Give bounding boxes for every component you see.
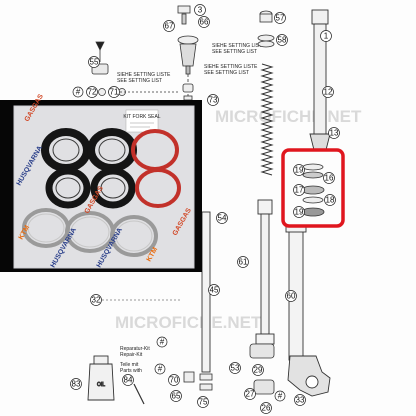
- watermark-top: MICROFICHE.NET: [215, 107, 362, 126]
- part-marker-hash[interactable]: #: [76, 88, 81, 97]
- svg-text:Reparatur-Kit: Reparatur-Kit: [120, 346, 150, 352]
- part-number-19-bottom[interactable]: 19: [295, 208, 304, 217]
- watermark-bottom: MICROFICHE.NET: [115, 313, 262, 332]
- part-number-66[interactable]: 66: [200, 18, 209, 27]
- part-number-27[interactable]: 27: [246, 390, 255, 399]
- part-number-61[interactable]: 61: [239, 258, 248, 267]
- part-number-3[interactable]: 3: [198, 6, 203, 15]
- product-photo-inset: KIT FORK SEAL: [0, 93, 202, 272]
- part-number-60[interactable]: 60: [287, 292, 296, 301]
- part-adjuster-body: [179, 43, 197, 67]
- part-number-55[interactable]: 55: [90, 58, 99, 67]
- svg-text:SEE SETTING LIST: SEE SETTING LIST: [117, 78, 162, 84]
- svg-text:Parts with: Parts with: [120, 368, 142, 374]
- part-cap-small: [177, 5, 191, 14]
- part-number-57-top[interactable]: 57: [276, 14, 285, 23]
- part-seal-stack-57: [257, 10, 275, 48]
- part-number-54[interactable]: 54: [218, 214, 227, 223]
- svg-text:OIL: OIL: [97, 382, 105, 388]
- part-number-71[interactable]: 71: [110, 88, 119, 97]
- part-adjuster-top: [177, 35, 199, 45]
- part-number-67[interactable]: 67: [165, 22, 174, 31]
- part-number-1[interactable]: 1: [324, 32, 329, 41]
- part-number-65[interactable]: 65: [172, 392, 181, 401]
- part-fork-oil-bottle: OIL: [87, 355, 115, 401]
- top-parts-group: [177, 5, 199, 110]
- photo-label-card: KIT FORK SEAL: [123, 114, 160, 120]
- repair-kit-marker-hash[interactable]: #: [160, 338, 165, 347]
- part-number-18[interactable]: 18: [326, 196, 335, 205]
- svg-text:SIEHE SETTING LISTE: SIEHE SETTING LISTE: [204, 64, 258, 70]
- setting-list-label-3: SIEHE SETTING LISTE SEE SETTING LIST: [117, 72, 171, 84]
- parts-with-marker-hash[interactable]: #: [158, 365, 163, 374]
- part-number-84[interactable]: 84: [124, 376, 133, 385]
- part-cartridge-61: [255, 199, 275, 345]
- part-number-70[interactable]: 70: [170, 376, 179, 385]
- photo-seal-black-4: [90, 167, 136, 209]
- part-number-75[interactable]: 75: [199, 398, 208, 407]
- part-number-16[interactable]: 16: [325, 174, 334, 183]
- setting-list-label-1: SIEHE SETTING LISTE SEE SETTING LIST: [212, 43, 266, 55]
- svg-text:SIEHE SETTING LISTE: SIEHE SETTING LISTE: [212, 43, 266, 49]
- svg-text:SEE SETTING LIST: SEE SETTING LIST: [204, 70, 249, 76]
- part-number-26[interactable]: 26: [262, 404, 271, 413]
- part-number-72[interactable]: 72: [88, 88, 97, 97]
- part-number-17[interactable]: 17: [295, 186, 304, 195]
- svg-text:SEE SETTING LIST: SEE SETTING LIST: [212, 49, 257, 55]
- part-marker-hash-bottom[interactable]: #: [278, 392, 283, 401]
- part-nut: [182, 83, 194, 93]
- part-number-33[interactable]: 33: [296, 396, 305, 405]
- part-number-53[interactable]: 53: [231, 364, 240, 373]
- highlighted-seal-kit[interactable]: 19 16 17 18 19: [281, 148, 345, 228]
- photo-ring-red-2: [135, 168, 181, 208]
- setting-list-label-2: SIEHE SETTING LISTE SEE SETTING LIST: [204, 64, 258, 76]
- part-number-83[interactable]: 83: [72, 380, 81, 389]
- part-number-13[interactable]: 13: [330, 129, 339, 138]
- part-number-58[interactable]: 58: [278, 36, 287, 45]
- svg-text:SIEHE SETTING LISTE: SIEHE SETTING LISTE: [117, 72, 171, 78]
- part-number-73[interactable]: 73: [209, 96, 218, 105]
- svg-text:Teile mit: Teile mit: [120, 362, 139, 368]
- part-axle-foot: [287, 355, 331, 397]
- part-fork-outer-tube: [309, 9, 331, 151]
- photo-bushing-grey-3: [110, 215, 158, 257]
- part-number-19-top[interactable]: 19: [295, 166, 304, 175]
- repair-kit-legend: Reparatur-Kit Repair-Kit Teile mit Parts…: [120, 346, 150, 374]
- photo-seal-black-3: [45, 167, 91, 209]
- part-number-12[interactable]: 12: [324, 88, 333, 97]
- part-number-29[interactable]: 29: [254, 366, 263, 375]
- part-lower-clamp: [249, 343, 275, 395]
- part-number-32[interactable]: 32: [92, 296, 101, 305]
- part-fork-spring: [260, 63, 274, 176]
- part-number-45[interactable]: 45: [210, 286, 219, 295]
- svg-text:Repair-Kit: Repair-Kit: [120, 352, 143, 358]
